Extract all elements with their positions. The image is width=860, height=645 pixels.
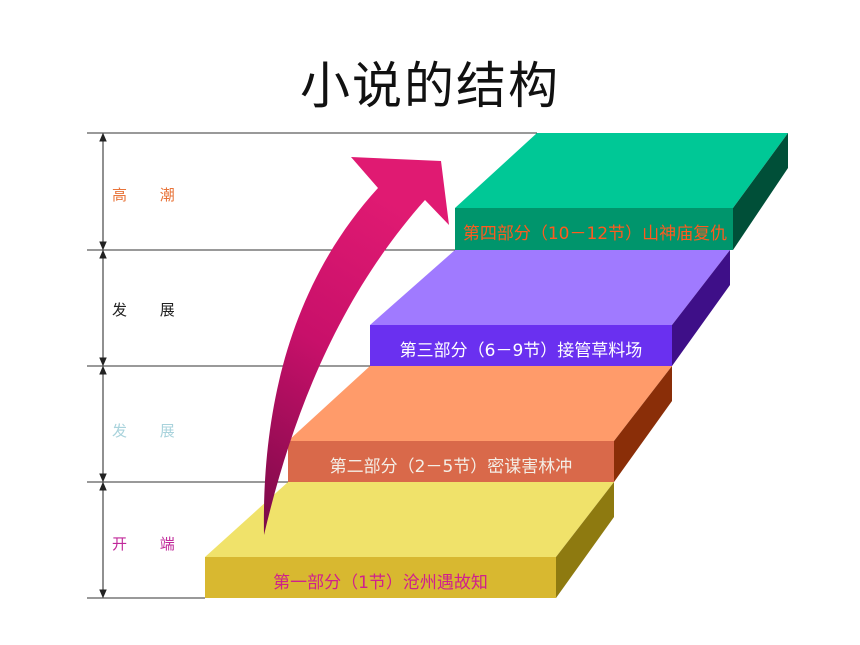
step-3-block [370, 250, 730, 366]
stage-label-development-2: 发 展 [112, 422, 189, 440]
rising-arrow [263, 157, 449, 535]
step-2-label: 第二部分（2－5节）密谋害林冲 [329, 457, 573, 477]
page-title: 小说的结构 [300, 57, 560, 115]
stage-label-climax: 高 潮 [112, 186, 189, 204]
step-3-label: 第三部分（6－9节）接管草料场 [399, 341, 643, 361]
step-2-block [288, 366, 672, 482]
step-1-label: 第一部分（1节）沧州遇故知 [273, 573, 488, 593]
step-4-block [455, 133, 788, 250]
step-1-block [205, 482, 614, 598]
step-4-label: 第四部分（10－12节）山神庙复仇 [462, 224, 728, 244]
stage-label-beginning: 开 端 [112, 535, 189, 553]
stage-label-development-1: 发 展 [112, 301, 189, 319]
